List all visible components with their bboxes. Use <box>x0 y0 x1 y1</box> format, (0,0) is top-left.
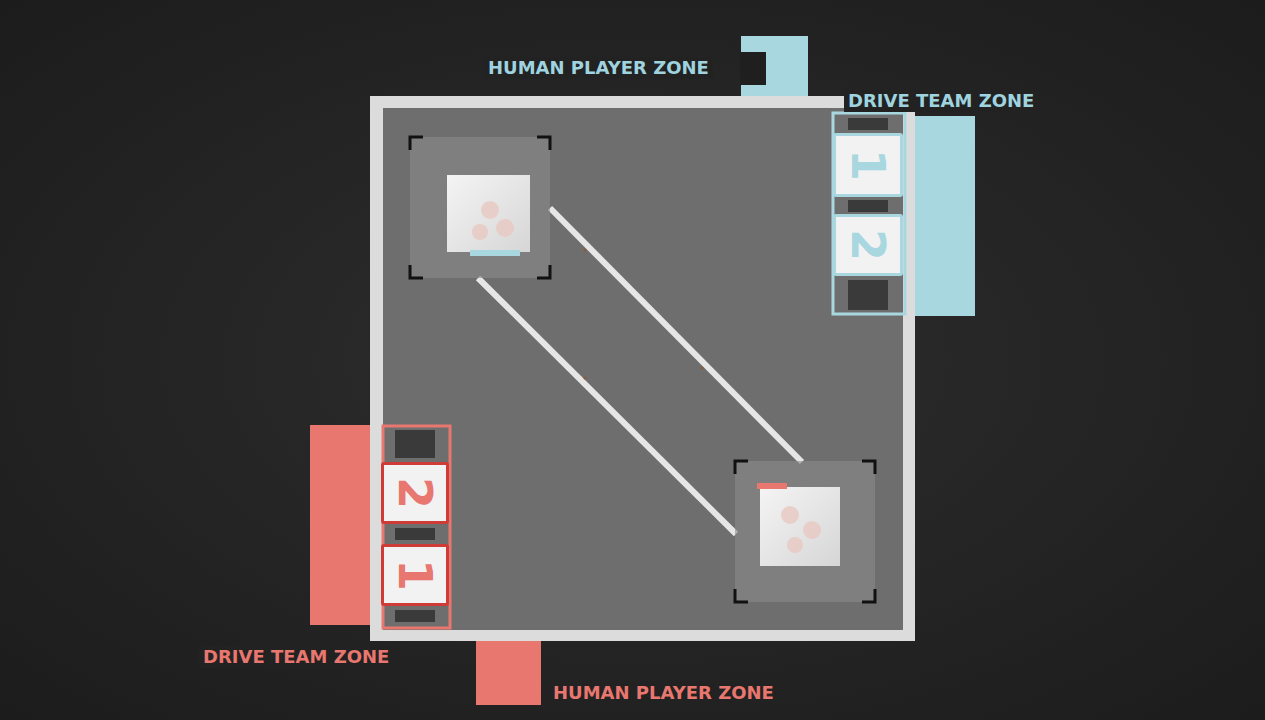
station-number: 1 <box>845 149 891 181</box>
zone-label: HUMAN PLAYER ZONE <box>549 682 778 704</box>
station-number: 2 <box>392 477 438 509</box>
station-number: 1 <box>392 559 438 591</box>
zone-label: DRIVE TEAM ZONE <box>844 90 1038 112</box>
zone-label: HUMAN PLAYER ZONE <box>484 57 713 79</box>
driver-station: 1 <box>381 544 449 606</box>
station-number: 2 <box>845 229 891 261</box>
zone-label: DRIVE TEAM ZONE <box>199 646 393 668</box>
driver-station: 2 <box>833 214 903 276</box>
driver-station: 2 <box>381 462 449 524</box>
driver-station: 1 <box>833 133 903 197</box>
